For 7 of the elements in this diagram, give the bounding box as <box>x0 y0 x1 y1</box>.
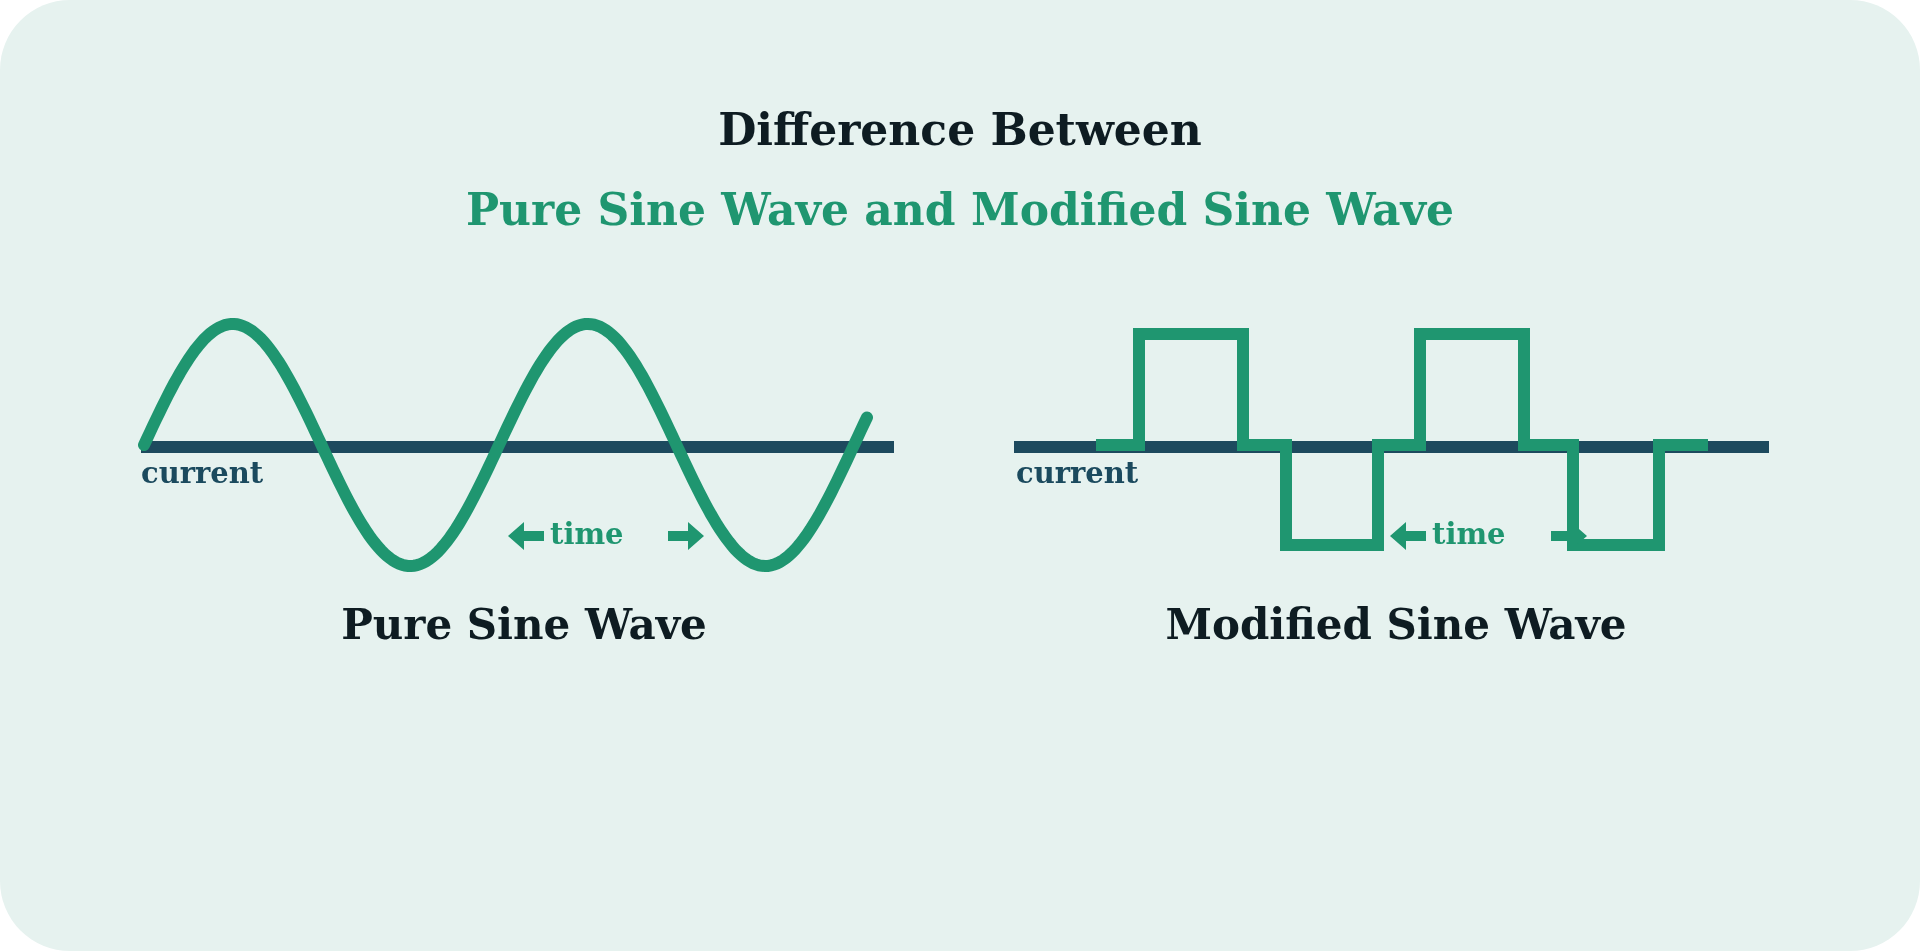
title: Difference Between Pure Sine Wave and Modified Sine Wave <box>465 103 1455 237</box>
axis-label: time <box>550 517 624 551</box>
axis-label: current <box>1016 456 1139 490</box>
wave-name: Pure Sine Wave <box>341 600 707 649</box>
axis-label: time <box>1432 517 1506 551</box>
axis-label: current <box>141 456 264 490</box>
wave-name: Modified Sine Wave <box>1165 600 1627 649</box>
